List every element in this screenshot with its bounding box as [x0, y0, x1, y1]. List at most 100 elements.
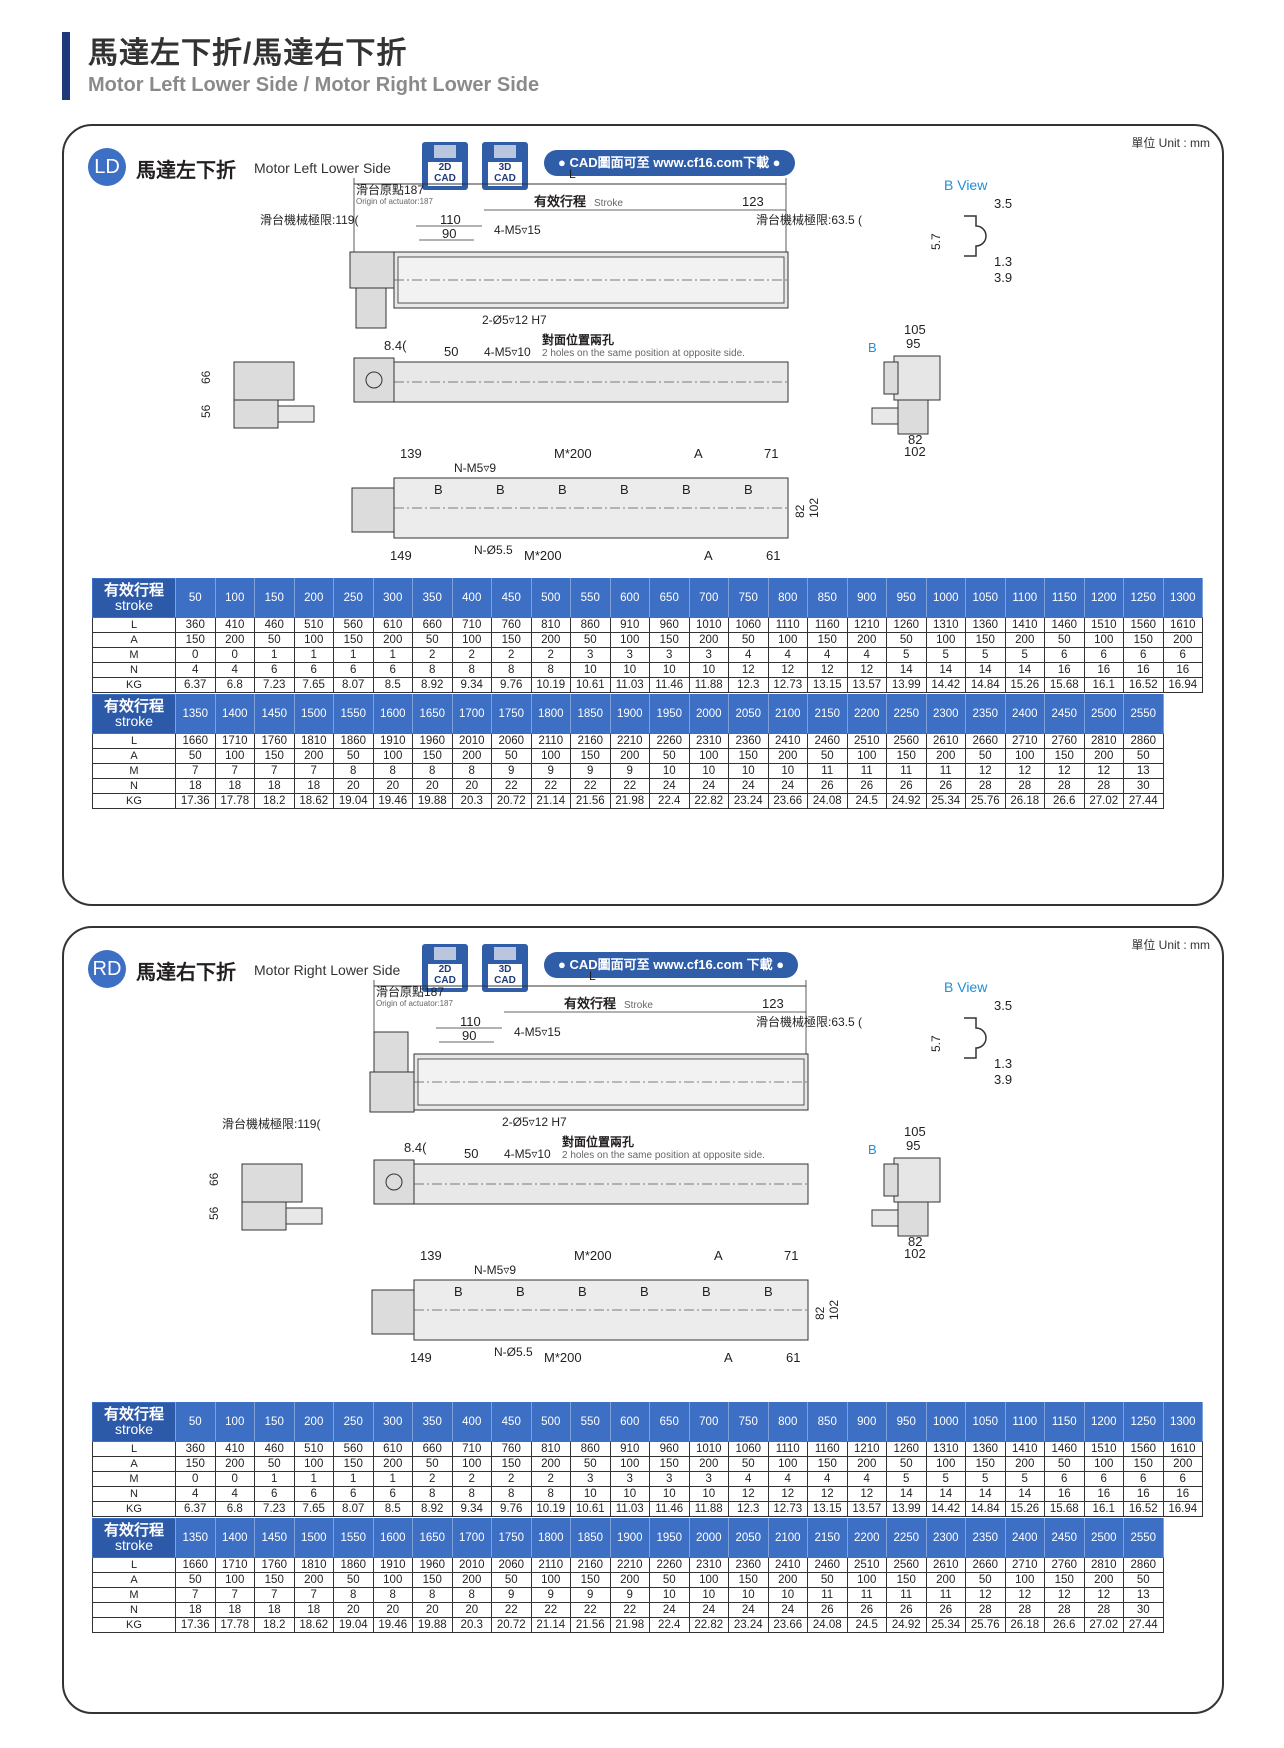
- stroke-value: 750: [728, 578, 769, 618]
- cell-kg: 16.52: [1123, 677, 1164, 693]
- cad-3d-text: CAD: [494, 975, 516, 986]
- cell-m: 7: [214, 1587, 255, 1603]
- stroke-value: 1750: [491, 1518, 532, 1558]
- cell-m: 3: [609, 647, 650, 663]
- cell-l: 2260: [649, 1557, 690, 1573]
- cell-kg: 16.94: [1162, 1501, 1203, 1517]
- cell-m: 0: [214, 1471, 255, 1487]
- cell-n: 14: [1004, 1486, 1045, 1502]
- cell-n: 4: [175, 662, 216, 678]
- row-label: M: [92, 1471, 176, 1487]
- dim-label: B: [868, 340, 877, 355]
- cell-n: 24: [688, 1602, 729, 1618]
- cell-kg: 18.2: [254, 793, 295, 809]
- dim-label: 110: [460, 1014, 481, 1029]
- dim-label: M*200: [574, 1248, 612, 1263]
- stroke-value: 1900: [609, 694, 650, 734]
- stroke-value: 550: [570, 578, 611, 618]
- cell-n: 10: [570, 1486, 611, 1502]
- cell-a: 150: [570, 1572, 611, 1588]
- cell-n: 6: [372, 662, 413, 678]
- dim-label: Origin of actuator:187: [356, 197, 433, 206]
- cell-m: 2: [412, 647, 453, 663]
- cell-l: 2060: [491, 1557, 532, 1573]
- cell-n: 18: [175, 1602, 216, 1618]
- cell-n: 26: [807, 778, 848, 794]
- cell-n: 14: [886, 662, 927, 678]
- row-label: KG: [92, 677, 176, 693]
- cell-m: 7: [214, 763, 255, 779]
- cell-kg: 27.02: [1083, 1617, 1124, 1633]
- cell-m: 12: [1044, 763, 1085, 779]
- cell-m: 5: [886, 1471, 927, 1487]
- cell-l: 1660: [175, 1557, 216, 1573]
- cell-kg: 6.8: [214, 677, 255, 693]
- cad-download-link[interactable]: ● CAD圖面可至 www.cf16.com 下載 ●: [544, 952, 799, 978]
- cell-m: 3: [688, 1471, 729, 1487]
- cell-n: 14: [965, 662, 1006, 678]
- dim-label: B: [454, 1284, 463, 1299]
- cell-a: 200: [688, 632, 729, 648]
- cell-m: 1: [293, 647, 334, 663]
- cad-download-link[interactable]: ● CAD圖面可至 www.cf16.com下載 ●: [544, 150, 795, 176]
- cell-a: 200: [372, 632, 413, 648]
- cad-3d-text: CAD: [494, 173, 516, 184]
- cell-kg: 14.42: [925, 1501, 966, 1517]
- stroke-en: stroke: [114, 713, 154, 729]
- cell-m: 4: [728, 1471, 769, 1487]
- dim-label: 8.4(: [404, 1140, 427, 1155]
- stroke-value: 1950: [649, 1518, 690, 1558]
- cell-m: 11: [886, 763, 927, 779]
- dim-label: 139: [420, 1248, 442, 1263]
- disk-icon: [494, 947, 516, 960]
- cell-n: 24: [767, 778, 808, 794]
- cell-a: 200: [767, 1572, 808, 1588]
- cell-m: 1: [254, 647, 295, 663]
- cell-m: 5: [925, 647, 966, 663]
- cell-m: 8: [372, 763, 413, 779]
- stroke-value: 100: [214, 578, 255, 618]
- header-bar: [62, 32, 70, 100]
- cell-kg: 23.24: [728, 1617, 769, 1633]
- cell-m: 6: [1123, 647, 1164, 663]
- cell-m: 9: [609, 763, 650, 779]
- cell-l: 960: [649, 1441, 690, 1457]
- row-label: M: [92, 763, 176, 779]
- cell-m: 8: [372, 1587, 413, 1603]
- stroke-value: 1650: [412, 694, 453, 734]
- page-subtitle: Motor Left Lower Side / Motor Right Lowe…: [88, 74, 540, 96]
- dim-label: M*200: [544, 1350, 582, 1365]
- cell-m: 10: [688, 763, 729, 779]
- cell-l: 660: [412, 1441, 453, 1457]
- cell-kg: 15.68: [1044, 1501, 1085, 1517]
- cell-n: 26: [846, 778, 887, 794]
- cell-kg: 14.84: [965, 1501, 1006, 1517]
- cell-l: 2560: [886, 733, 927, 749]
- cell-l: 1810: [293, 733, 334, 749]
- cell-a: 100: [767, 632, 808, 648]
- stroke-value: 150: [254, 1402, 295, 1442]
- dim-label: 4-M5▿10: [484, 345, 531, 359]
- cell-kg: 25.76: [965, 793, 1006, 809]
- cell-m: 5: [965, 647, 1006, 663]
- cell-n: 16: [1083, 1486, 1124, 1502]
- cell-n: 6: [333, 1486, 374, 1502]
- dim-label: N-M5▿9: [474, 1263, 516, 1277]
- dim-label: 123: [762, 996, 784, 1011]
- cell-m: 11: [925, 763, 966, 779]
- cell-kg: 11.88: [688, 677, 729, 693]
- cell-a: 50: [491, 1572, 532, 1588]
- cell-a: 50: [412, 1456, 453, 1472]
- stroke-value: 200: [293, 1402, 334, 1442]
- cell-l: 2660: [965, 733, 1006, 749]
- cell-n: 24: [767, 1602, 808, 1618]
